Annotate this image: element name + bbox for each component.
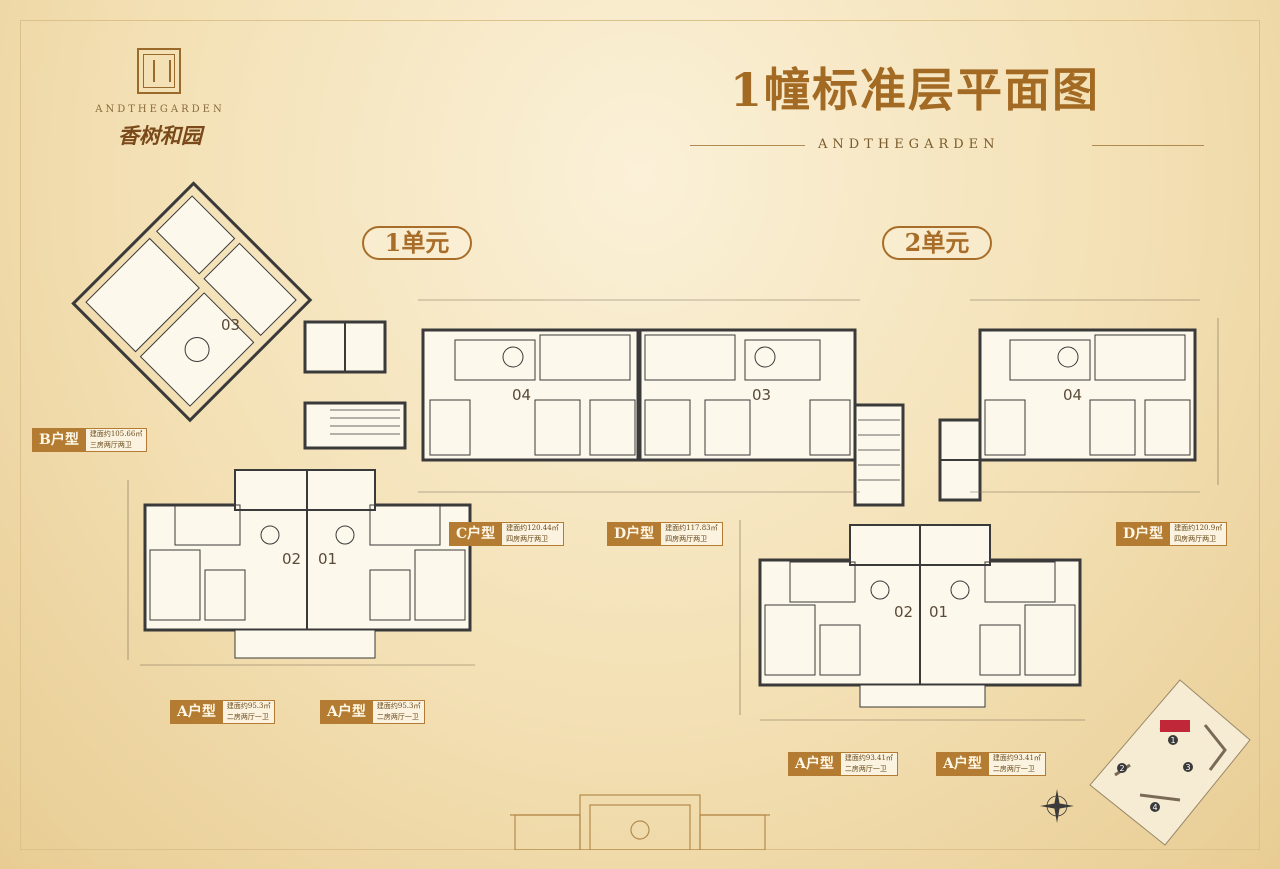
subtitle-rule-left [690, 145, 805, 146]
key-site-plan: 1 2 3 4 [1089, 679, 1251, 846]
unit-2-label: 2单元 [882, 226, 992, 260]
subtitle-rule-right [1092, 145, 1204, 146]
page-subtitle: ANDTHEGARDEN [818, 137, 1000, 152]
gate-illustration [510, 794, 770, 850]
type-label: A户型 [170, 700, 223, 724]
type-label: A户型 [936, 752, 989, 776]
key-plan-building-4: 4 [1152, 803, 1157, 812]
type-label: C户型 [449, 522, 503, 546]
flat-number: 01 [929, 603, 949, 621]
flat-number: 02 [894, 603, 914, 621]
brand-name-cn: 香树和园 [118, 123, 202, 148]
plan-flat-b [71, 181, 313, 423]
flat-number: 03 [221, 316, 241, 334]
type-label: B户型 [32, 428, 86, 452]
type-label: A户型 [320, 700, 373, 724]
type-label: D户型 [1116, 522, 1171, 546]
flat-number: 04 [512, 386, 532, 404]
brand-logo-icon [137, 48, 181, 94]
key-plan-building-3: 3 [1185, 763, 1190, 772]
flat-number: 04 [1063, 386, 1083, 404]
type-label: A户型 [788, 752, 841, 776]
brand-name-en: ANDTHEGARDEN [95, 104, 225, 115]
flat-number: 02 [282, 550, 302, 568]
flat-number: 01 [318, 550, 338, 568]
key-plan-building-1: 1 [1170, 736, 1175, 745]
unit-1-label: 1单元 [362, 226, 472, 260]
compass-icon [1040, 789, 1074, 823]
type-label: D户型 [607, 522, 662, 546]
page-title: 1幢标准层平面图 [730, 63, 1101, 117]
flat-number: 03 [752, 386, 772, 404]
key-plan-building-2: 2 [1119, 764, 1124, 773]
